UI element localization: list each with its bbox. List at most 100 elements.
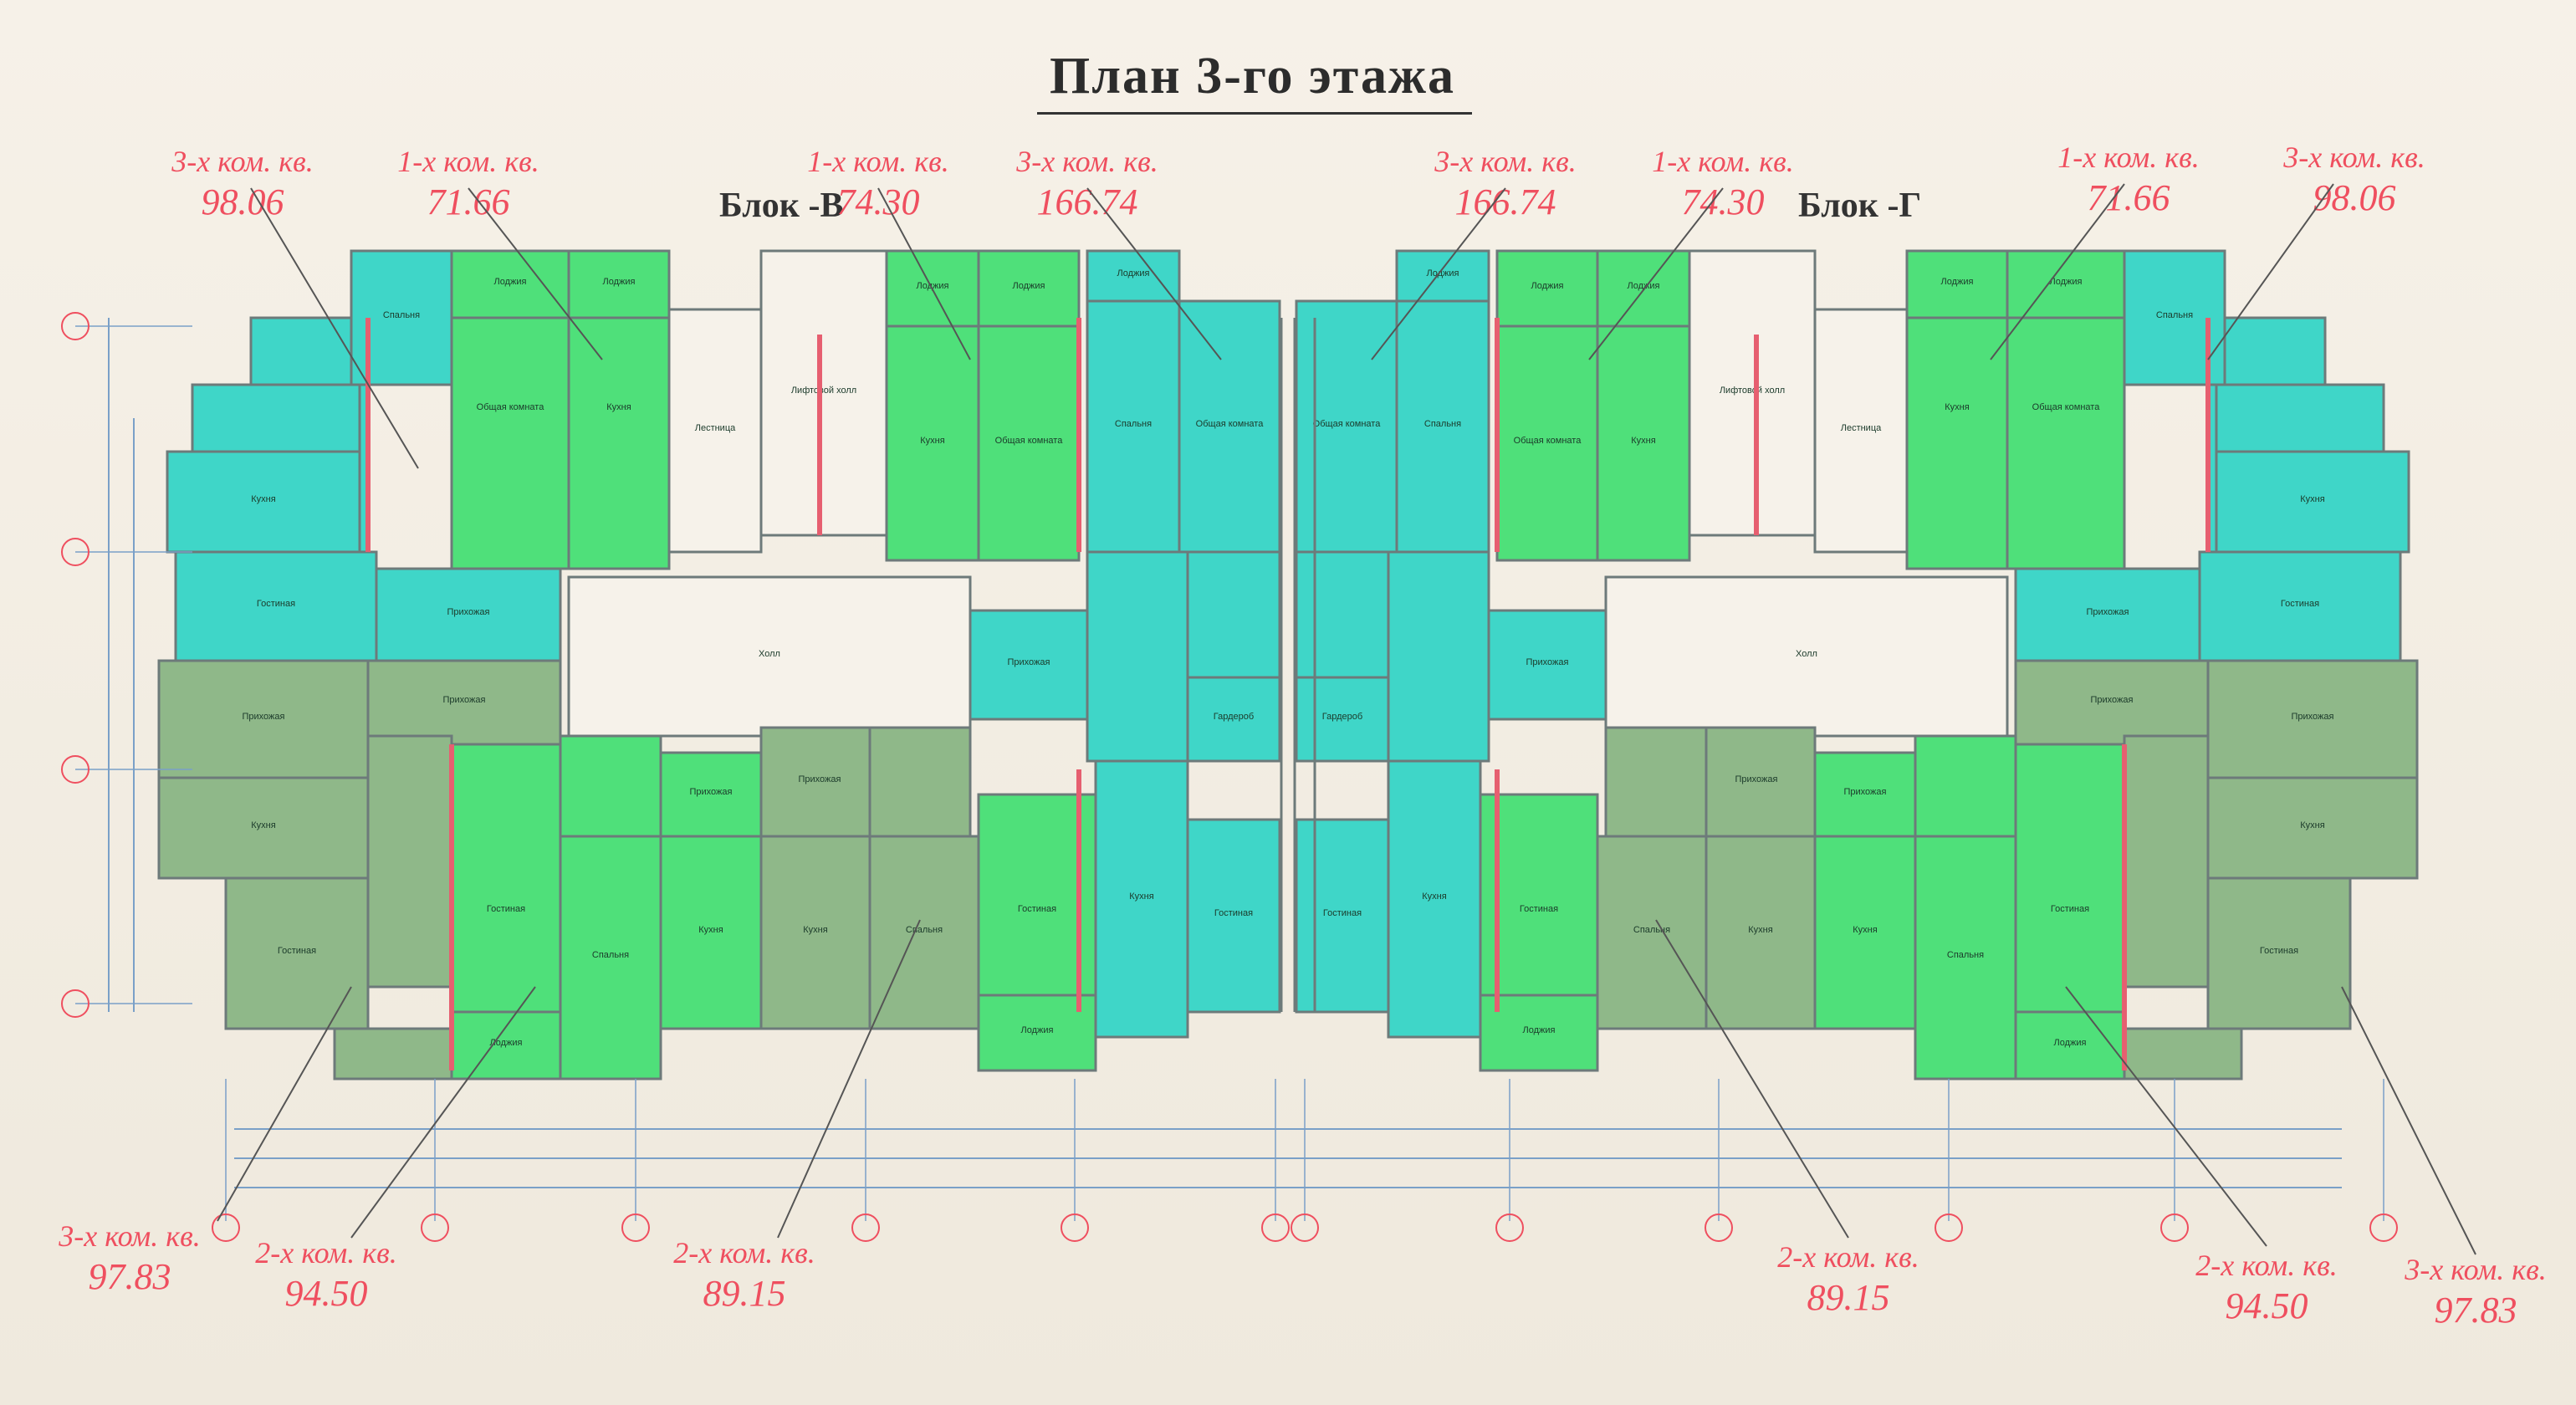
room-label: Кухня — [1129, 892, 1153, 902]
room-label: Спальня — [1424, 419, 1461, 429]
room-label: Лоджия — [2050, 277, 2083, 287]
room — [157, 776, 370, 880]
room — [1495, 249, 1599, 328]
room — [2206, 659, 2419, 779]
room-label: Общая комната — [1313, 419, 1382, 429]
room — [366, 659, 562, 746]
pointer-line — [877, 187, 971, 360]
room — [1914, 734, 2017, 838]
room — [166, 450, 361, 554]
room-label: Гостиная — [1018, 904, 1056, 914]
axis-marker — [61, 755, 89, 784]
room — [333, 1027, 453, 1081]
axis-marker — [61, 989, 89, 1018]
room — [174, 550, 378, 662]
room-label: Прихожая — [1735, 774, 1778, 784]
title-underline — [1037, 112, 1472, 115]
room-label: Прихожая — [799, 774, 841, 784]
pointer-line — [2207, 183, 2334, 360]
room-label: Общая комната — [995, 436, 1064, 446]
room — [1596, 835, 1708, 1030]
room — [1395, 299, 1490, 554]
axis-marker — [621, 1213, 650, 1242]
room — [1813, 308, 1909, 554]
apartment-label: 2-х ком. кв.89.15 — [1777, 1240, 1919, 1318]
room — [1705, 835, 1817, 1030]
room-label: Кухня — [1422, 892, 1446, 902]
room-label: Спальня — [2156, 310, 2193, 320]
room — [366, 734, 453, 989]
room-label: Лестница — [1841, 423, 1882, 433]
room — [977, 793, 1097, 1030]
axis-marker — [2369, 1213, 2398, 1242]
room-label: Гостиная — [2260, 946, 2298, 956]
axis-marker — [1935, 1213, 1963, 1242]
room-label: Лоджия — [603, 277, 636, 287]
room — [559, 835, 662, 1081]
room-label: Прихожая — [690, 787, 733, 797]
room — [2123, 1027, 2243, 1081]
room — [1086, 550, 1189, 763]
pointer-line — [250, 187, 419, 469]
room — [977, 249, 1081, 328]
room-label: Гостиная — [487, 904, 525, 914]
room — [759, 835, 871, 1030]
room — [1696, 726, 1817, 838]
room-label: Прихожая — [1008, 657, 1050, 667]
room — [1086, 249, 1181, 303]
axis-marker — [2160, 1213, 2189, 1242]
room — [1186, 818, 1281, 1014]
room-label: Лоджия — [2054, 1038, 2087, 1048]
room-label: Кухня — [606, 402, 631, 412]
room-label: Прихожая — [1526, 657, 1569, 667]
room-label: Лоджия — [1013, 281, 1045, 291]
room-label: Кухня — [920, 436, 944, 446]
room — [759, 249, 888, 537]
room-label: Кухня — [2300, 820, 2324, 830]
room — [1479, 793, 1599, 1030]
room — [1295, 818, 1390, 1014]
room — [1813, 835, 1917, 1030]
room-label: Холл — [759, 649, 780, 659]
room-label: Общая комната — [1196, 419, 1265, 429]
room-label: Гостиная — [1520, 904, 1558, 914]
pointer-line — [217, 986, 352, 1222]
apartment-label: 3-х ком. кв.97.83 — [59, 1219, 201, 1297]
room — [224, 876, 370, 1030]
room-label: Лоджия — [490, 1038, 523, 1048]
room-label: Прихожая — [2292, 712, 2334, 722]
room — [868, 726, 972, 838]
room — [969, 609, 1089, 721]
room-label: Холл — [1796, 649, 1817, 659]
room-label: Прихожая — [243, 712, 285, 722]
axis-marker — [61, 538, 89, 566]
room-label: Прихожая — [2091, 695, 2134, 705]
room — [2206, 876, 2352, 1030]
axis-marker — [421, 1213, 449, 1242]
apartment-label: 3-х ком. кв.97.83 — [2405, 1253, 2547, 1331]
room-label: Спальня — [1115, 419, 1152, 429]
room-label: Прихожая — [1844, 787, 1887, 797]
room-label: Гостиная — [2051, 904, 2089, 914]
room — [1178, 299, 1281, 554]
room — [1688, 249, 1817, 537]
room-label: Лоджия — [1531, 281, 1564, 291]
room — [2215, 450, 2410, 554]
block-label-g: Блок -Г — [1798, 186, 1922, 225]
room-label: Кухня — [1631, 436, 1655, 446]
room-label: Гостиная — [1214, 908, 1253, 918]
room — [759, 726, 880, 838]
room-label: Лоджия — [1941, 277, 1974, 287]
block-label-v: Блок -В — [719, 186, 844, 225]
axis-marker — [61, 312, 89, 340]
pointer-line — [777, 919, 921, 1239]
room — [450, 1010, 562, 1081]
room-label: Лоджия — [1117, 268, 1150, 278]
room-label: Кухня — [1945, 402, 1969, 412]
room-label: Спальня — [1947, 950, 1984, 960]
apartment-label: 1-х ком. кв.71.66 — [2057, 140, 2200, 218]
room — [1186, 550, 1281, 679]
room-label: Гостиная — [257, 599, 295, 609]
axis-marker — [1705, 1213, 1733, 1242]
